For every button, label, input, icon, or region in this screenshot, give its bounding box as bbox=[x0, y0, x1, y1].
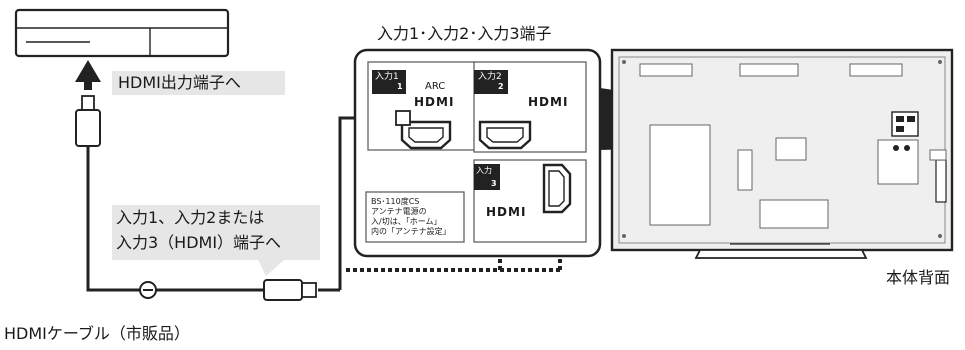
destination-label-line1: 入力1、入力2または bbox=[116, 208, 265, 227]
hdmi-plug-icon bbox=[75, 95, 101, 147]
hdmi-plug-icon bbox=[263, 279, 317, 301]
destination-label-line2: 入力3（HDMI）端子へ bbox=[116, 233, 282, 252]
tv-back-label: 本体背面 bbox=[886, 268, 951, 287]
cable-label: HDMIケーブル（市販品） bbox=[4, 324, 190, 343]
arrow-up-icon bbox=[75, 60, 101, 90]
hdmi-cable bbox=[86, 116, 398, 292]
input1-tag: 入力1 bbox=[375, 72, 399, 82]
input1-number: 1 bbox=[397, 82, 403, 91]
input3-number: 3 bbox=[491, 179, 497, 188]
hdmi-output-label: HDMI出力端子へ bbox=[118, 73, 241, 92]
hdmi-output-callout bbox=[112, 71, 285, 95]
hdmi-logo: HDMI bbox=[486, 205, 527, 219]
input2-tag: 入力2 bbox=[478, 72, 502, 82]
tv-rear-illustration bbox=[610, 48, 954, 259]
hdmi-logo: HDMI bbox=[414, 95, 455, 109]
player-device-icon bbox=[14, 8, 230, 58]
input2-number: 2 bbox=[498, 82, 504, 91]
antenna-note-line4: 内の「アンテナ設定」 bbox=[371, 227, 451, 236]
antenna-note-line2: アンテナ電源の bbox=[371, 207, 427, 216]
destination-callout bbox=[112, 205, 320, 260]
hdmi-logo: HDMI bbox=[528, 95, 569, 109]
callout-pointer bbox=[258, 260, 284, 276]
terminals-title: 入力1･入力2･入力3端子 bbox=[377, 24, 552, 43]
input3-tag: 入力 bbox=[476, 166, 492, 175]
hdmi-plug-icon bbox=[395, 110, 411, 126]
antenna-note-line3: 入/切は、「ホーム」 bbox=[371, 217, 442, 226]
antenna-note-line1: BS･110度CS bbox=[371, 197, 420, 206]
terminal-panel bbox=[353, 48, 602, 258]
arc-label: ARC bbox=[425, 81, 446, 92]
